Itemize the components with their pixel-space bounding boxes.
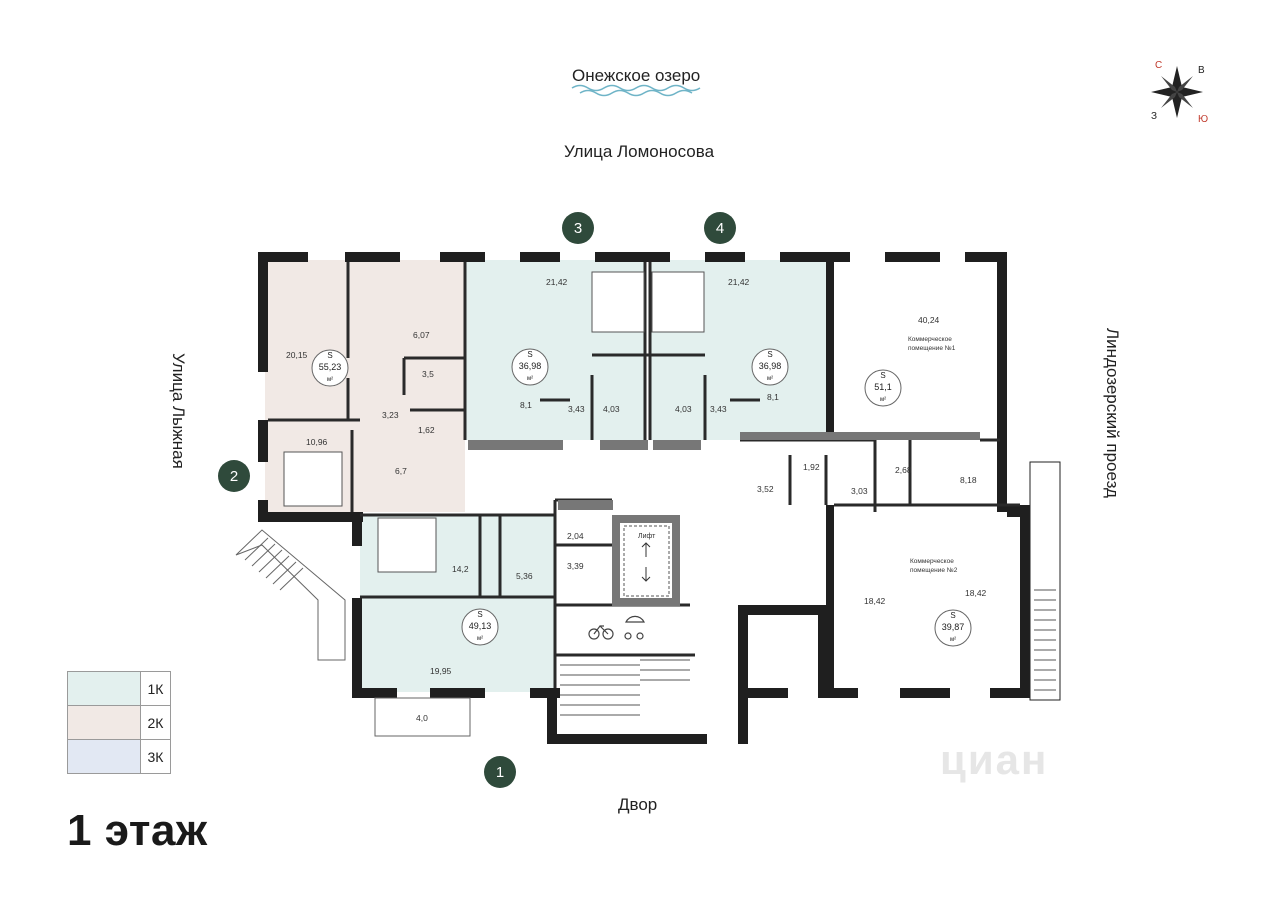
legend-item-1k: 1К (67, 671, 171, 706)
lift-up-arrow-icon (641, 542, 651, 557)
legend-item-2k: 2К (67, 705, 171, 740)
room-area: 8,1 (767, 392, 779, 402)
door-strips (468, 432, 980, 606)
room-fill-2k-living (265, 260, 465, 420)
room-area: 2,04 (567, 531, 584, 541)
room-area: 6,07 (413, 330, 430, 340)
walls (258, 252, 1030, 744)
area-2k: 55,23 (319, 362, 342, 372)
room-area: 8,1 (520, 400, 532, 410)
lake-label: Онежское озеро (572, 66, 701, 85)
area-c2: 39,87 (942, 622, 965, 632)
area-badges (311, 348, 972, 647)
unit-c1: м² (880, 397, 886, 403)
lake-wave-icon (571, 84, 701, 92)
s-letter-c1: S (880, 371, 885, 380)
room-area: 3,52 (757, 484, 774, 494)
lift-shaft (623, 525, 670, 597)
room-area: 3,43 (710, 404, 727, 414)
watermark-logo: циан (940, 736, 1049, 783)
legend-label-2k: 2К (147, 714, 164, 731)
room-area: 40,24 (918, 315, 940, 325)
room-area: 4,03 (603, 404, 620, 414)
room-area: 2,68 (895, 465, 912, 475)
room-area: 10,96 (306, 437, 328, 447)
compass-east: В (1198, 65, 1205, 76)
bike-icon (588, 625, 614, 640)
legend-label-3k: 3К (147, 748, 164, 765)
room-area: 3,03 (851, 486, 868, 496)
street-top-label: Улица Ломоносова (564, 142, 715, 161)
room-area: 3,5 (422, 369, 434, 379)
commercial2-line2: помещение №2 (910, 567, 958, 574)
compass-west: З (1151, 111, 1157, 122)
room-area: 20,15 (286, 350, 308, 360)
room-area: 21,42 (728, 277, 750, 287)
room-area: 18,42 (864, 596, 886, 606)
unit-c2: м² (950, 637, 956, 643)
unit-a3: м² (527, 376, 533, 382)
room-area: 14,2 (452, 564, 469, 574)
room-area: 6,7 (395, 466, 407, 476)
legend-swatch-1k (68, 672, 141, 705)
area-a1: 49,13 (469, 621, 492, 631)
room-area: 1,92 (803, 462, 820, 472)
area-a3: 36,98 (519, 361, 542, 371)
room-area: 8,18 (960, 475, 977, 485)
commercial1-line2: помещение №1 (908, 345, 956, 352)
bed-icon (283, 271, 705, 573)
compass-rose-icon: С В Ю З (1151, 60, 1208, 125)
room-area: 5,36 (516, 571, 533, 581)
area-c1: 51,1 (874, 382, 892, 392)
room-area: 21,42 (546, 277, 568, 287)
porch-stairs-right (1029, 461, 1061, 701)
commercial1-line1: Коммерческое (908, 336, 952, 343)
lift-label: Лифт (638, 533, 656, 540)
legend-swatch-3k (68, 740, 141, 773)
s-letter-c2: S (950, 611, 955, 620)
balcony (374, 697, 471, 737)
compass-north: С (1155, 60, 1162, 71)
area-a4: 36,98 (759, 361, 782, 371)
room-area: 1,62 (418, 425, 435, 435)
yard-label: Двор (618, 795, 658, 814)
commercial2-line1: Коммерческое (910, 558, 954, 565)
room-area: 3,23 (382, 410, 399, 420)
unit-a1: м² (477, 636, 483, 642)
legend: 1К 2К 3К (67, 671, 171, 774)
porch-stairs-left (235, 529, 346, 661)
staircase-bottom (560, 659, 690, 716)
room-fill-apt1-living (360, 597, 555, 692)
s-letter-a1: S (477, 610, 482, 619)
s-letter-2k: S (327, 351, 332, 360)
entrance-badge-4: 4 (704, 212, 736, 244)
room-area: 3,39 (567, 561, 584, 571)
room-area: 4,0 (416, 713, 428, 723)
room-area: 3,43 (568, 404, 585, 414)
room-area: 4,03 (675, 404, 692, 414)
compass-south: Ю (1198, 114, 1208, 125)
unit-a4: м² (767, 376, 773, 382)
s-letter-a4: S (767, 350, 772, 359)
s-letter-a3: S (527, 350, 532, 359)
lift-down-arrow-icon (641, 567, 651, 582)
entrance-badge-1: 1 (484, 756, 516, 788)
legend-swatch-2k (68, 706, 141, 739)
room-area: 19,95 (430, 666, 452, 676)
legend-item-3k: 3К (67, 739, 171, 774)
floor-label: 1 этаж (67, 806, 208, 855)
entrance-badge-3: 3 (562, 212, 594, 244)
lake-wave-icon-2 (579, 89, 693, 97)
unit-2k: м² (327, 377, 333, 383)
stroller-icon (624, 615, 645, 640)
legend-label-1k: 1К (147, 680, 164, 697)
room-area: 18,42 (965, 588, 987, 598)
entrance-badge-2: 2 (218, 460, 250, 492)
